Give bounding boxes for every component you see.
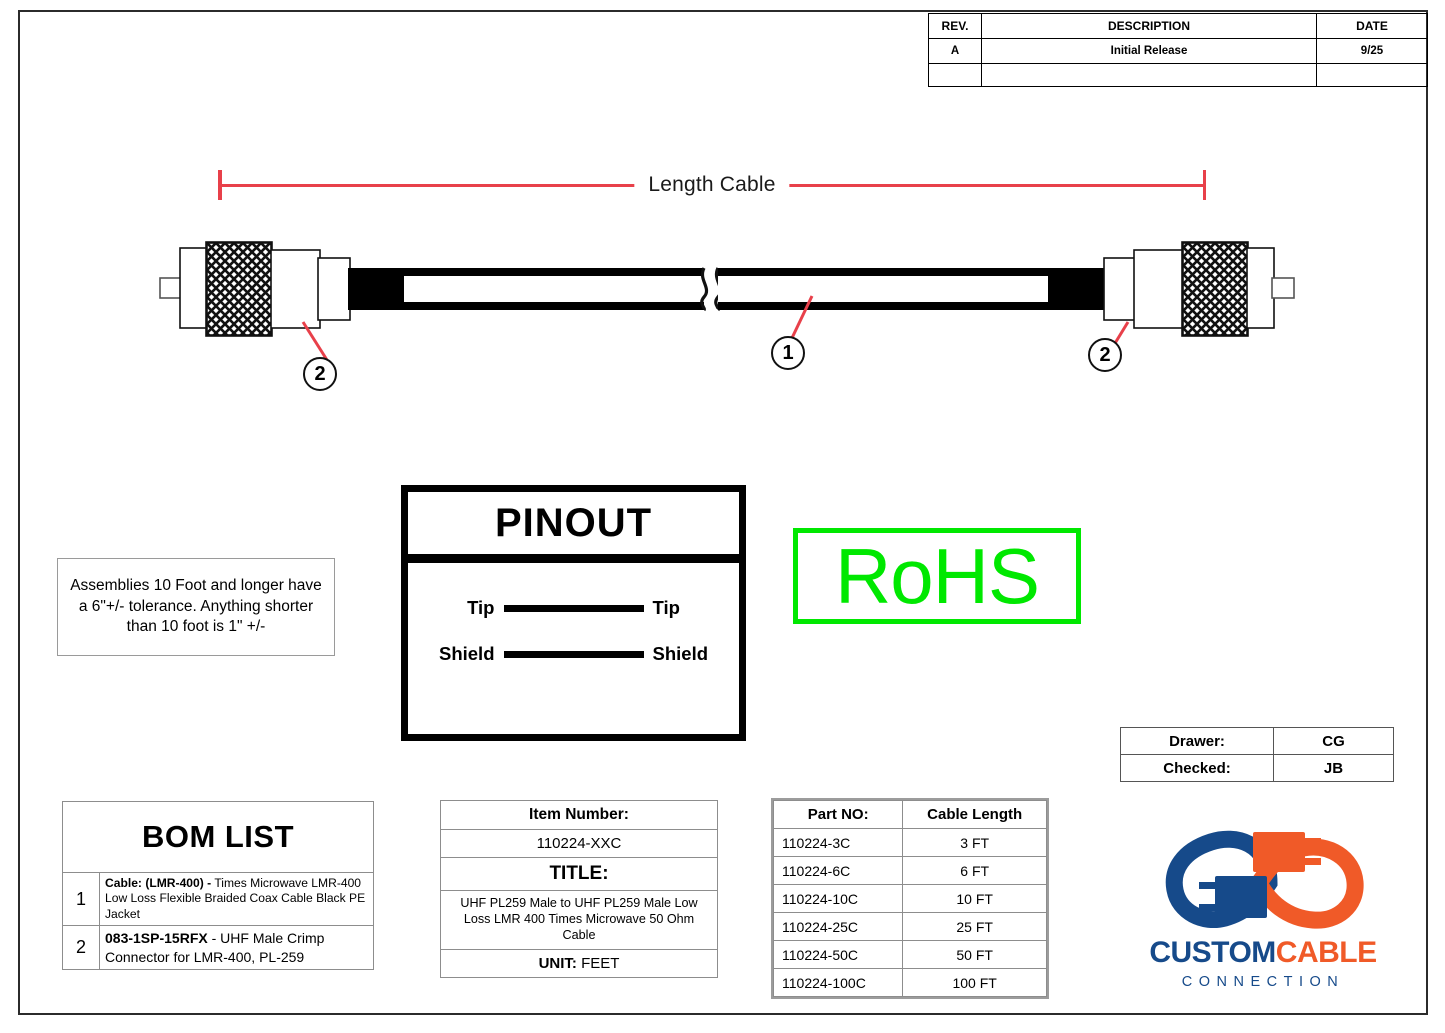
part-no-6: 110224-100C (772, 968, 904, 997)
bom-row-2: 2 083-1SP-15RFX - UHF Male Crimp Connect… (62, 925, 374, 970)
bom-table: BOM LIST 1 Cable: (LMR-400) - Times Micr… (62, 801, 374, 970)
revision-rev-empty (928, 63, 982, 87)
part-no-5: 110224-50C (772, 940, 904, 969)
bom-item-description-1: Cable: (LMR-400) - Times Microwave LMR-4… (99, 871, 374, 927)
drawer-value: CG (1273, 727, 1394, 755)
part-table-row: 110224-50C 50 FT (772, 940, 1047, 969)
title-row: UHF PL259 Male to UHF PL259 Male Low Los… (440, 890, 718, 950)
approval-row-drawer: Drawer: CG (1120, 727, 1394, 755)
cable-length-4: 25 FT (902, 912, 1047, 941)
revision-date: 9/25 (1316, 38, 1428, 64)
unit-row: UNIT: FEET (440, 948, 718, 978)
cable-length-1: 3 FT (902, 828, 1047, 857)
tolerance-note: Assemblies 10 Foot and longer have a 6"+… (57, 558, 335, 656)
part-no-4: 110224-25C (772, 912, 904, 941)
bom-item-part-1: Cable: (LMR-400) - (105, 876, 212, 890)
cable-length-5: 50 FT (902, 940, 1047, 969)
title-label-row: TITLE: (440, 857, 718, 891)
pinout-connection-line-shield (503, 650, 644, 658)
part-table-header-length: Cable Length (902, 800, 1047, 829)
title-value: UHF PL259 Male to UHF PL259 Male Low Los… (440, 890, 718, 950)
drawer-label: Drawer: (1120, 727, 1274, 755)
part-table-row: 110224-25C 25 FT (772, 912, 1047, 941)
part-table-row: 110224-3C 3 FT (772, 828, 1047, 857)
title-label: TITLE: (440, 857, 718, 891)
approval-table: Drawer: CG Checked: JB (1120, 727, 1394, 782)
cable-length-3: 10 FT (902, 884, 1047, 913)
unit-value: FEET (581, 954, 620, 972)
revision-row: A Initial Release 9/25 (928, 38, 1428, 64)
dimension-tick-right (1202, 170, 1206, 200)
part-table-row: 110224-100C 100 FT (772, 968, 1047, 997)
bom-title-row: BOM LIST (62, 801, 374, 873)
balloon-callout-1: 1 (771, 336, 805, 370)
pinout-tip-left: Tip (467, 597, 495, 618)
bom-row-1: 1 Cable: (LMR-400) - Times Microwave LMR… (62, 871, 374, 927)
item-number-label: Item Number: (440, 800, 718, 830)
part-table-row: 110224-10C 10 FT (772, 884, 1047, 913)
revision-description: Initial Release (981, 38, 1317, 64)
item-number-row: 110224-XXC (440, 829, 718, 858)
bom-title: BOM LIST (62, 801, 374, 873)
revision-description-empty (981, 63, 1317, 87)
part-table-row: 110224-6C 6 FT (772, 856, 1047, 885)
pinout-box: PINOUT Tip Tip Shield Shield (401, 485, 746, 741)
length-dimension: Length Cable (218, 170, 1206, 200)
checked-value: JB (1273, 754, 1394, 782)
part-no-1: 110224-3C (772, 828, 904, 857)
pinout-shield-right: Shield (652, 643, 709, 664)
tolerance-note-text: Assemblies 10 Foot and longer have a 6"+… (70, 577, 322, 636)
pinout-row-shield: Shield Shield (408, 643, 739, 665)
item-title-block: Item Number: 110224-XXC TITLE: UHF PL259… (440, 800, 718, 978)
unit-cell: UNIT: FEET (440, 948, 718, 978)
pinout-title: PINOUT (408, 492, 739, 563)
logo-word-cable: CABLE (1275, 936, 1377, 969)
revision-header-date: DATE (1316, 13, 1428, 39)
cable-assembly-drawing: 2 1 2 (0, 0, 1445, 420)
item-number-label-row: Item Number: (440, 800, 718, 830)
part-no-2: 110224-6C (772, 856, 904, 885)
rohs-label: RoHS (834, 532, 1040, 620)
pinout-rows: Tip Tip Shield Shield (408, 563, 739, 665)
part-table-header-partno: Part NO: (772, 800, 904, 829)
pinout-shield-left: Shield (438, 643, 495, 664)
cable-assembly-svg (159, 241, 1295, 361)
part-number-table: Part NO: Cable Length 110224-3C 3 FT 110… (771, 798, 1049, 999)
infinity-cable-logo-icon (1149, 828, 1379, 938)
bom-item-description-2: 083-1SP-15RFX - UHF Male Crimp Connector… (99, 925, 374, 970)
pinout-row-tip: Tip Tip (408, 597, 739, 619)
company-logo: CUSTOMCABLE CONNECTION (1113, 828, 1413, 1008)
dimension-label: Length Cable (634, 170, 790, 200)
approval-row-checked: Checked: JB (1120, 754, 1394, 782)
revision-row-empty (928, 63, 1428, 87)
checked-label: Checked: (1120, 754, 1274, 782)
revision-date-empty (1316, 63, 1428, 87)
unit-label: UNIT: (538, 954, 577, 972)
logo-word-custom: CUSTOM (1149, 936, 1276, 969)
pinout-tip-right: Tip (652, 597, 680, 618)
bom-item-rest-2: - UHF Male Crimp Connector for LMR-400, … (105, 930, 325, 965)
dimension-tick-left (218, 170, 222, 200)
balloon-callout-2-right: 2 (1088, 338, 1122, 372)
item-number-value: 110224-XXC (440, 829, 718, 858)
logo-tagline: CONNECTION (1181, 974, 1345, 990)
cable-length-2: 6 FT (902, 856, 1047, 885)
revision-table: REV. DESCRIPTION DATE A Initial Release … (928, 13, 1428, 87)
bom-item-part-2: 083-1SP-15RFX (105, 930, 208, 947)
bom-item-number-2: 2 (62, 925, 100, 970)
part-table-header-row: Part NO: Cable Length (772, 800, 1047, 829)
rohs-compliance-mark: RoHS (793, 528, 1081, 624)
cable-length-6: 100 FT (902, 968, 1047, 997)
logo-mark-svg (1165, 830, 1364, 929)
part-no-3: 110224-10C (772, 884, 904, 913)
balloon-callout-2-left: 2 (303, 357, 337, 391)
bom-item-number-1: 1 (62, 871, 100, 927)
bom-item-rest-1: Times Microwave LMR-400 Low Loss Flexibl… (105, 876, 366, 921)
pinout-connection-line-tip (503, 604, 644, 612)
logo-wordmark: CUSTOMCABLE (1113, 936, 1413, 970)
